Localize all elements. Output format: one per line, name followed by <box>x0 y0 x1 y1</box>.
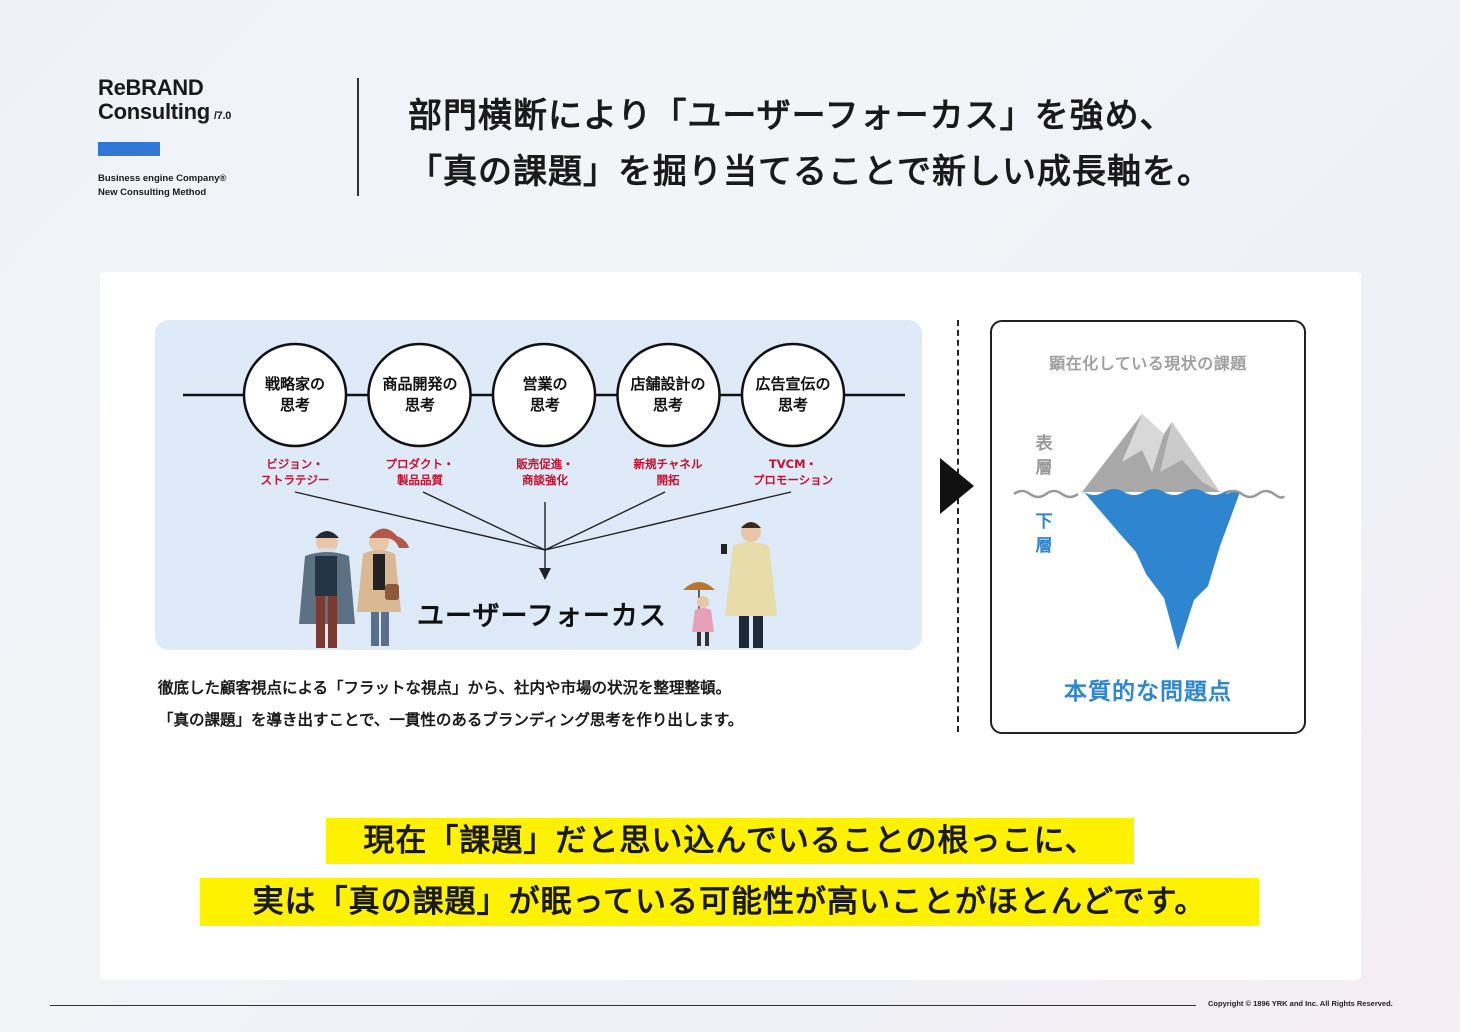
node-label-product-dev-2: 思考 <box>404 396 435 414</box>
water-wave-right <box>1225 489 1286 499</box>
department-circle <box>740 342 846 448</box>
description-line-1: 徹底した顧客視点による「フラットな視点」から、社内や市場の状況を整理整頓。 <box>158 679 732 697</box>
person-child-umbrella-illustration <box>683 582 715 646</box>
conclusion-line-2: 実は「真の課題」が眠っている可能性が高いことがほとんどです。 <box>200 878 1259 926</box>
node-sub-sales: 販売促進・商談強化 <box>480 456 610 488</box>
logo-tagline: Business engine Company® New Consulting … <box>98 172 231 200</box>
person-man-phone-illustration <box>721 522 777 648</box>
department-circle <box>242 342 348 448</box>
diagram-graphics <box>183 342 905 648</box>
node-sub-advertising-2: プロモーション <box>752 473 834 487</box>
node-label-product-dev: 商品開発の思考 <box>367 374 473 416</box>
node-label-advertising-2: 思考 <box>777 396 808 414</box>
iceberg-underwater <box>1084 489 1240 650</box>
logo-tagline-2: New Consulting Method <box>98 187 207 198</box>
cross-department-diagram: 戦略家の思考 商品開発の思考 営業の思考 店舗設計の思考 広告宣伝の思考 ビジョ… <box>155 320 922 650</box>
person-woman-illustration <box>357 528 409 646</box>
header-divider <box>357 78 359 196</box>
node-label-advertising-1: 広告宣伝の <box>755 375 831 393</box>
surface-layer-label: 表層 <box>1032 432 1056 480</box>
description-line-2: 「真の課題」を導き出すことで、一貫性のあるブランディング思考を作り出します。 <box>158 711 744 729</box>
node-sub-product-dev: プロダクト・製品品質 <box>355 456 485 488</box>
node-label-product-dev-1: 商品開発の <box>382 375 458 393</box>
logo-wordmark-bottom: Consulting/7.0 <box>98 100 231 128</box>
arrow-line-2 <box>422 491 546 551</box>
node-sub-sales-1: 販売促進・ <box>516 457 574 471</box>
node-sub-store-design-2: 開拓 <box>656 473 680 487</box>
surface-layer-label-2: 層 <box>1035 458 1053 478</box>
logo-wordmark-consulting: Consulting <box>98 99 210 124</box>
lower-layer-label-2: 層 <box>1035 536 1053 556</box>
node-label-store-design-2: 思考 <box>652 396 683 414</box>
iceberg-panel: 顕在化している現状の課題 表層 下層 本質的な問題点 <box>990 320 1306 734</box>
arrow-line-1 <box>294 491 546 551</box>
dashed-divider <box>957 320 959 732</box>
node-label-sales: 営業の思考 <box>492 374 598 416</box>
person-elderly-man-illustration <box>299 531 355 648</box>
node-label-advertising: 広告宣伝の思考 <box>740 374 846 416</box>
lower-layer-label-1: 下 <box>1035 512 1053 532</box>
diagram-description: 徹底した顧客視点による「フラットな視点」から、社内や市場の状況を整理整頓。 「真… <box>158 672 743 736</box>
node-label-strategist: 戦略家の思考 <box>242 374 348 416</box>
node-label-sales-1: 営業の <box>522 375 568 393</box>
node-label-strategist-2: 思考 <box>279 396 310 414</box>
logo-accent-bar <box>98 142 160 156</box>
arrow-line-5 <box>544 491 792 551</box>
essential-problem-label: 本質的な問題点 <box>1064 679 1232 705</box>
node-sub-advertising-1: TVCM・ <box>768 457 818 471</box>
conclusion-line-1: 現在「課題」だと思い込んでいることの根っこに、 <box>326 818 1134 864</box>
department-circle <box>491 342 597 448</box>
content-card: 戦略家の思考 商品開発の思考 営業の思考 店舗設計の思考 広告宣伝の思考 ビジョ… <box>100 272 1361 980</box>
arrow-head <box>539 568 551 580</box>
node-label-sales-2: 思考 <box>529 396 560 414</box>
arrow-line-4 <box>544 491 666 551</box>
department-circle <box>616 342 721 448</box>
lower-layer-label: 下層 <box>1032 510 1056 558</box>
node-label-store-design-1: 店舗設計の <box>630 375 706 393</box>
page-headline: 部門横断により「ユーザーフォーカス」を強め、 「真の課題」を掘り当てることで新し… <box>408 88 1212 200</box>
iceberg-graphic <box>1013 414 1286 650</box>
footer-rule <box>50 1005 1196 1006</box>
headline-line-2: 「真の課題」を掘り当てることで新しい成長軸を。 <box>408 152 1212 192</box>
node-sub-product-dev-2: 製品品質 <box>397 473 443 487</box>
node-label-strategist-1: 戦略家の <box>264 375 325 393</box>
converging-arrows <box>294 491 792 572</box>
surface-layer-label-1: 表 <box>1035 434 1053 454</box>
department-circles <box>242 342 846 448</box>
water-wave-left <box>1013 489 1079 499</box>
headline-line-1: 部門横断により「ユーザーフォーカス」を強め、 <box>408 96 1175 136</box>
node-sub-store-design-1: 新規チャネル <box>633 457 703 471</box>
node-sub-strategist: ビジョン・ストラテジー <box>230 456 360 488</box>
node-sub-product-dev-1: プロダクト・ <box>385 457 455 471</box>
node-label-store-design: 店舗設計の思考 <box>615 374 721 416</box>
node-sub-strategist-1: ビジョン・ <box>266 457 324 471</box>
triangle-arrow-icon <box>940 458 974 514</box>
node-sub-advertising: TVCM・プロモーション <box>728 456 858 488</box>
iceberg-title: 顕在化している現状の課題 <box>1049 354 1247 373</box>
copyright-text: Copyright © 1896 YRK and Inc. All Rights… <box>1208 999 1393 1008</box>
node-sub-sales-2: 商談強化 <box>522 473 568 487</box>
department-circle <box>367 342 472 448</box>
logo-tagline-1: Business engine Company® <box>98 173 227 184</box>
node-sub-store-design: 新規チャネル開拓 <box>603 456 733 488</box>
brand-logo: ReBRAND Consulting/7.0 Business engine C… <box>98 76 231 200</box>
user-focus-label: ユーザーフォーカス <box>417 601 667 632</box>
logo-version: /7.0 <box>213 110 232 122</box>
logo-wordmark-top: ReBRAND <box>98 75 204 100</box>
node-sub-strategist-2: ストラテジー <box>260 473 330 487</box>
